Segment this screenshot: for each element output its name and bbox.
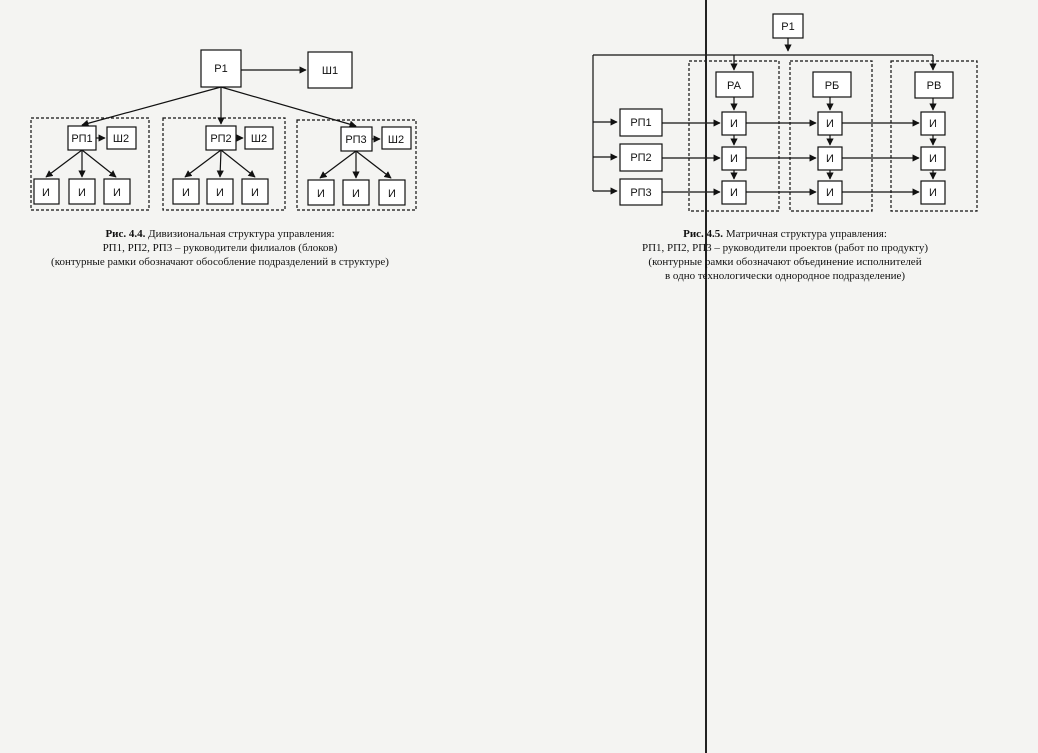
node-rp1	[67, 125, 97, 151]
label-sh2-2: Ш2	[251, 133, 267, 145]
label-rp3: РП3	[345, 134, 366, 146]
node-i-1-1	[33, 178, 60, 205]
node-i-1-3	[103, 178, 131, 205]
label-i: И	[42, 187, 50, 199]
department-frame-b	[789, 60, 873, 212]
department-frame-a	[688, 60, 780, 212]
figure-4-5-matrix-diagram	[592, 13, 978, 212]
label-i: И	[317, 188, 325, 200]
node-sh1	[307, 51, 353, 89]
figure-4-4-divisional-diagram	[30, 49, 417, 211]
label-i: И	[352, 188, 360, 200]
label-i: И	[929, 118, 937, 130]
label-i: И	[826, 187, 834, 199]
division-frame-3	[296, 119, 417, 211]
label-rp3-matrix: РП3	[630, 187, 651, 199]
node-sh2-1	[106, 126, 137, 150]
figure-4-4-labels: Р1 Ш1 РП1 Ш2 РП2 Ш2 РП3 Ш2 И И И И И И И…	[42, 63, 404, 200]
caption-line-2: РП1, РП2, РП3 – руководители филиалов (б…	[102, 242, 338, 254]
caption-line-2: РП1, РП2, РП3 – руководители проектов (р…	[641, 242, 929, 254]
caption-title: Матричная структура управления:	[723, 228, 887, 240]
caption-line-3: (контурные рамки обозначают обособление …	[51, 256, 389, 268]
node-rp2-matrix	[619, 143, 663, 172]
label-i: И	[730, 118, 738, 130]
label-rb: РБ	[825, 80, 840, 92]
node-rp3	[340, 126, 373, 152]
label-p1-matrix: Р1	[781, 21, 794, 33]
label-ra: РА	[727, 80, 742, 92]
label-i: И	[78, 187, 86, 199]
caption-title: Дивизиональная структура управления:	[145, 228, 335, 240]
node-rb	[812, 71, 852, 98]
node-sh2-2	[244, 126, 274, 150]
department-frame-v	[890, 60, 978, 212]
label-i: И	[182, 187, 190, 199]
label-i: И	[113, 187, 121, 199]
caption-line-4: в одно технологически однородное подразд…	[664, 270, 906, 282]
caption-line-1: Рис. 4.4. Дивизиональная структура управ…	[20, 227, 420, 241]
figure-4-5-caption: Рис. 4.5. Матричная структура управления…	[585, 227, 985, 283]
node-rp3-matrix	[619, 178, 663, 206]
node-p1-matrix	[772, 13, 804, 39]
label-i: И	[730, 187, 738, 199]
node-i-2-3	[241, 178, 269, 205]
node-i-3-3	[378, 179, 406, 206]
node-i-1-2	[68, 178, 96, 205]
node-rv	[914, 71, 954, 99]
label-i: И	[216, 187, 224, 199]
label-rv: РВ	[927, 80, 942, 92]
label-rp1: РП1	[71, 133, 92, 145]
node-p1	[200, 49, 242, 88]
page-fold-line	[705, 0, 707, 753]
label-rp1-matrix: РП1	[630, 117, 651, 129]
node-sh2-3	[381, 126, 412, 150]
label-i: И	[730, 153, 738, 165]
caption-line-1: Рис. 4.5. Матричная структура управления…	[585, 227, 985, 241]
label-rp2: РП2	[210, 133, 231, 145]
label-i: И	[826, 153, 834, 165]
label-sh1: Ш1	[322, 65, 338, 77]
label-i: И	[251, 187, 259, 199]
caption-label: Рис. 4.4.	[105, 228, 146, 240]
node-i-2-2	[206, 178, 234, 205]
node-i-3-2	[342, 179, 370, 206]
label-p1: Р1	[214, 63, 227, 75]
caption-line-3: (контурные рамки обозначают объединение …	[648, 256, 922, 268]
node-rp1-matrix	[619, 108, 663, 137]
node-i-2-1	[172, 178, 200, 205]
label-sh2-1: Ш2	[113, 133, 129, 145]
label-i: И	[929, 153, 937, 165]
label-sh2-3: Ш2	[388, 134, 404, 146]
label-i: И	[826, 118, 834, 130]
caption-label: Рис. 4.5.	[683, 228, 724, 240]
label-i: И	[929, 187, 937, 199]
figure-4-5-labels: Р1 РА РБ РВ РП1 РП2 РП3 И И И И И И И И …	[630, 21, 941, 199]
node-i-3-1	[307, 179, 335, 206]
figure-4-4-caption: Рис. 4.4. Дивизиональная структура управ…	[20, 227, 420, 269]
label-i: И	[388, 188, 396, 200]
label-rp2-matrix: РП2	[630, 152, 651, 164]
